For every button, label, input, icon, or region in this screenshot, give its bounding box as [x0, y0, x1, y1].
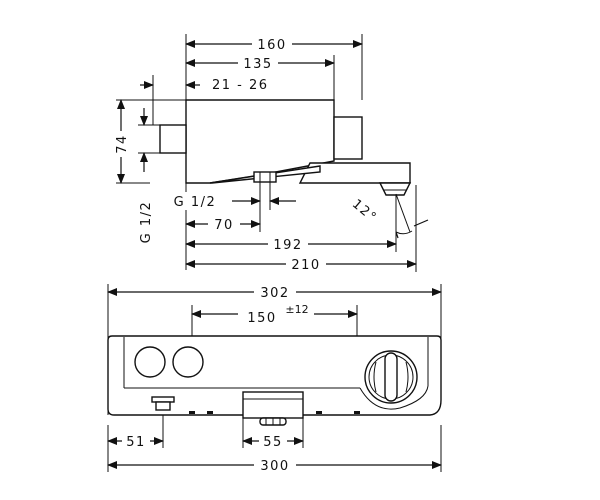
- dim-302-label: 302: [260, 286, 289, 301]
- dim-210-label: 210: [291, 258, 320, 273]
- dim-160-label: 160: [257, 38, 286, 53]
- knob-rib: [405, 361, 409, 393]
- push-button-left: [134, 346, 166, 378]
- mounting-hole: [207, 411, 213, 414]
- dim-g12-vertical-label: G 1/2: [139, 201, 154, 244]
- front-view: 302 150 ±12: [107, 283, 442, 474]
- wall-connector: [155, 401, 171, 411]
- label-mask: [254, 456, 296, 474]
- label-mask: [254, 283, 296, 301]
- angle-arc: [395, 230, 413, 235]
- inlet-connector: [159, 124, 187, 154]
- outlet-block: [253, 171, 277, 183]
- label-mask: [208, 215, 240, 233]
- knob-rib: [373, 361, 377, 393]
- dim-74-label: 74: [115, 134, 130, 154]
- front-panel-curve: [359, 385, 429, 410]
- dim-g12-label: G 1/2: [174, 195, 217, 210]
- push-button-right: [172, 346, 204, 378]
- dim-51-label: 51: [126, 435, 146, 450]
- label-mask: [268, 235, 308, 253]
- label-mask: [259, 432, 287, 450]
- rear-knob: [333, 116, 363, 160]
- dim-70-label: 70: [214, 218, 234, 233]
- label-mask: [286, 255, 326, 273]
- dim-192-label: 192: [273, 238, 302, 253]
- dim-150-tolerance: ±12: [285, 303, 308, 316]
- angle-tick: [395, 231, 399, 239]
- dim-12deg-label: 12°: [349, 197, 380, 226]
- dim-300-label: 300: [260, 459, 289, 474]
- label-mask: [238, 303, 314, 323]
- label-mask: [122, 432, 150, 450]
- label-mask: [252, 35, 292, 53]
- knob-grip: [384, 352, 398, 402]
- angle-tick: [413, 219, 429, 227]
- wall-connector-cap: [151, 396, 175, 403]
- angle-line: [395, 193, 411, 233]
- label-mask: [112, 131, 130, 157]
- dim-150-label: 150: [247, 311, 276, 326]
- mounting-hole: [354, 411, 360, 414]
- mounting-hole: [316, 411, 322, 414]
- label-mask: [238, 54, 278, 72]
- dim-55-label: 55: [263, 435, 283, 450]
- outlet-spout: [242, 391, 304, 419]
- label-mask: [164, 192, 226, 210]
- side-view: 160 135 21 - 26 74 G 1/2: [112, 34, 429, 273]
- dim-135-label: 135: [243, 57, 272, 72]
- mounting-hole: [189, 411, 195, 414]
- spout: [378, 182, 412, 196]
- dim-21-26-label: 21 - 26: [212, 78, 269, 93]
